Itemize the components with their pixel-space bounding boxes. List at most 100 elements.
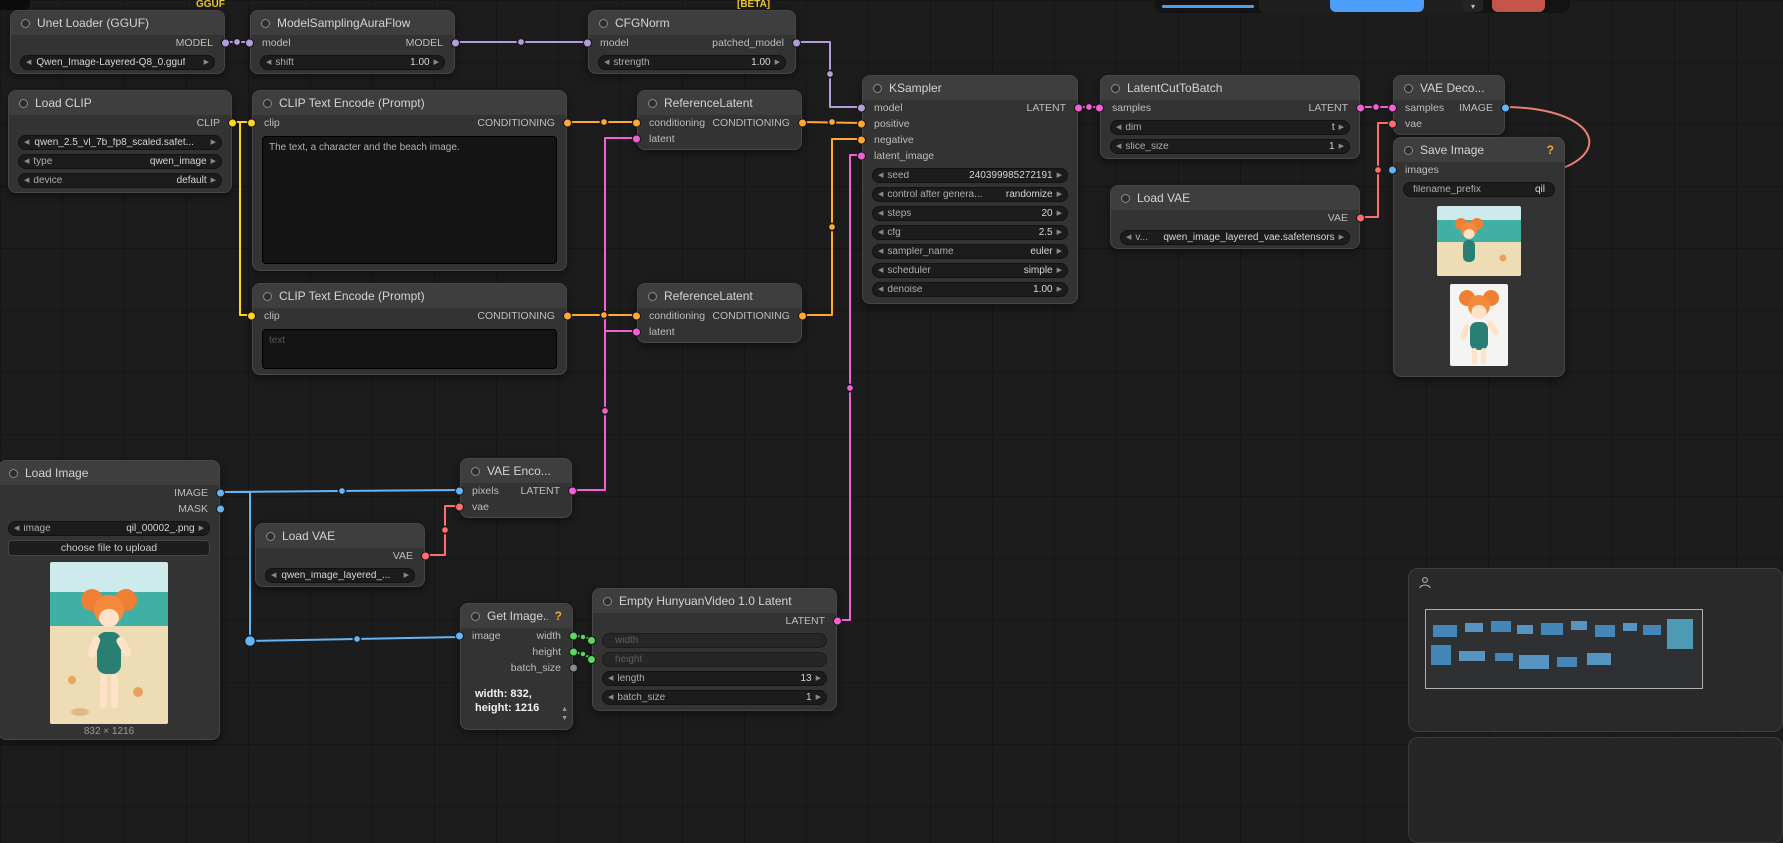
arrow-left-icon[interactable] — [14, 525, 19, 532]
arrow-left-icon[interactable] — [271, 572, 276, 579]
stop-button[interactable] — [1492, 0, 1545, 12]
bottom-right-panel[interactable] — [1408, 737, 1783, 843]
width-output-port[interactable] — [569, 632, 578, 641]
arrow-left-icon[interactable] — [1116, 143, 1121, 150]
collapse-dot-icon[interactable] — [9, 469, 18, 478]
arrow-left-icon[interactable] — [26, 59, 31, 66]
arrow-left-icon[interactable] — [608, 694, 613, 701]
arrow-right-icon[interactable] — [816, 675, 821, 682]
collapse-dot-icon[interactable] — [19, 99, 28, 108]
choose-file-button[interactable]: choose file to upload — [8, 540, 210, 556]
node-header[interactable]: Load Image — [0, 461, 219, 485]
image-input-port[interactable] — [455, 632, 464, 641]
collapse-dot-icon[interactable] — [261, 19, 270, 28]
type-widget[interactable]: type qwen_image — [18, 154, 222, 169]
arrow-right-icon[interactable] — [211, 158, 216, 165]
vae-output-port[interactable] — [421, 552, 430, 561]
vae-input-port[interactable] — [455, 503, 464, 512]
image-output-port[interactable] — [216, 489, 225, 498]
collapse-dot-icon[interactable] — [263, 292, 272, 301]
arrow-right-icon[interactable] — [1339, 143, 1344, 150]
steps-widget[interactable]: steps 20 — [872, 206, 1068, 221]
latent-output-port[interactable] — [1074, 104, 1083, 113]
model-input-port[interactable] — [583, 39, 592, 48]
batch-size-output-port[interactable] — [569, 664, 578, 673]
length-widget[interactable]: length 13 — [602, 671, 827, 686]
arrow-right-icon[interactable] — [434, 59, 439, 66]
samples-input-port[interactable] — [1095, 104, 1104, 113]
node-get-image-size[interactable]: Get Image... ? image width height batch_… — [460, 603, 573, 730]
arrow-right-icon[interactable] — [404, 572, 409, 579]
node-header[interactable]: CLIP Text Encode (Prompt) — [253, 91, 566, 115]
model-input-port[interactable] — [245, 39, 254, 48]
model-output-port[interactable] — [451, 39, 460, 48]
arrow-right-icon[interactable] — [211, 177, 216, 184]
latent-input-port[interactable] — [632, 135, 641, 144]
arrow-left-icon[interactable] — [878, 248, 883, 255]
image-output-port[interactable] — [1501, 104, 1510, 113]
slice-size-widget[interactable]: slice_size 1 — [1110, 139, 1350, 154]
arrow-left-icon[interactable] — [604, 59, 609, 66]
node-empty-hunyuan-latent[interactable]: Empty HunyuanVideo 1.0 Latent LATENT wid… — [592, 588, 837, 711]
latent-output-port[interactable] — [1356, 104, 1365, 113]
collapse-dot-icon[interactable] — [603, 597, 612, 606]
node-header[interactable]: CLIP Text Encode (Prompt) — [253, 284, 566, 308]
prompt-textarea[interactable]: text — [262, 329, 557, 369]
arrow-left-icon[interactable] — [1126, 234, 1131, 241]
arrow-left-icon[interactable] — [24, 177, 29, 184]
collapse-dot-icon[interactable] — [1404, 146, 1413, 155]
node-clip-text-encode-1[interactable]: CLIP Text Encode (Prompt) clip CONDITION… — [252, 90, 567, 271]
node-vae-encode[interactable]: VAE Enco... pixels LATENT vae — [460, 458, 572, 518]
node-header[interactable]: VAE Enco... — [461, 459, 571, 483]
clip-name-widget[interactable]: qwen_2.5_vl_7b_fp8_scaled.safet... — [18, 135, 222, 150]
node-header[interactable]: ReferenceLatent — [638, 91, 801, 115]
latent-output-port[interactable] — [568, 487, 577, 496]
height-input-port[interactable] — [587, 655, 596, 664]
arrow-right-icon[interactable] — [1339, 124, 1344, 131]
node-header[interactable]: Get Image... ? — [461, 604, 572, 628]
node-header[interactable]: Load VAE — [256, 524, 424, 548]
node-save-image[interactable]: Save Image ? images filename_prefix qil — [1393, 137, 1565, 377]
collapse-dot-icon[interactable] — [1111, 84, 1120, 93]
node-ksampler[interactable]: KSampler model LATENT positive negative … — [862, 75, 1078, 304]
shift-widget[interactable]: shift 1.00 — [260, 55, 445, 70]
conditioning-output-port[interactable] — [563, 119, 572, 128]
pixels-input-port[interactable] — [455, 487, 464, 496]
latent-image-input-port[interactable] — [857, 152, 866, 161]
minimap-viewport[interactable] — [1425, 609, 1703, 689]
samples-input-port[interactable] — [1388, 104, 1397, 113]
arrow-right-icon[interactable] — [1057, 210, 1062, 217]
node-cfgnorm[interactable]: CFGNorm model patched_model strength 1.0… — [588, 10, 796, 74]
node-header[interactable]: VAE Deco... — [1394, 76, 1504, 100]
node-header[interactable]: Save Image ? — [1394, 138, 1564, 162]
node-model-sampling[interactable]: ModelSamplingAuraFlow model MODEL shift … — [250, 10, 455, 74]
arrow-right-icon[interactable] — [1057, 229, 1062, 236]
mask-output-port[interactable] — [216, 505, 225, 514]
queue-button[interactable] — [1330, 0, 1424, 12]
images-input-port[interactable] — [1388, 166, 1397, 175]
image-select-widget[interactable]: image qil_00002_.png — [8, 521, 210, 536]
collapse-dot-icon[interactable] — [873, 84, 882, 93]
patched-model-output-port[interactable] — [792, 39, 801, 48]
arrow-left-icon[interactable] — [24, 158, 29, 165]
sampler-name-widget[interactable]: sampler_name euler — [872, 244, 1068, 259]
conditioning-output-port[interactable] — [563, 312, 572, 321]
size-stepper[interactable]: ▲▼ — [561, 706, 568, 723]
node-header[interactable]: CFGNorm — [589, 11, 795, 35]
arrow-left-icon[interactable] — [878, 191, 883, 198]
conditioning-output-port[interactable] — [798, 119, 807, 128]
model-output-port[interactable] — [221, 39, 230, 48]
arrow-right-icon[interactable] — [775, 59, 780, 66]
arrow-right-icon[interactable] — [1057, 286, 1062, 293]
node-header[interactable]: ReferenceLatent — [638, 284, 801, 308]
node-header[interactable]: Load VAE — [1111, 186, 1359, 210]
node-header[interactable]: ModelSamplingAuraFlow — [251, 11, 454, 35]
conditioning-input-port[interactable] — [632, 312, 641, 321]
arrow-right-icon[interactable] — [1339, 234, 1344, 241]
arrow-right-icon[interactable] — [204, 59, 209, 66]
collapse-dot-icon[interactable] — [648, 292, 657, 301]
collapse-dot-icon[interactable] — [21, 19, 30, 28]
node-reference-latent-2[interactable]: ReferenceLatent conditioning CONDITIONIN… — [637, 283, 802, 343]
node-latent-cut-to-batch[interactable]: LatentCutToBatch samples LATENT dim t sl… — [1100, 75, 1360, 159]
chevron-down-icon[interactable]: ▾ — [1463, 0, 1483, 12]
